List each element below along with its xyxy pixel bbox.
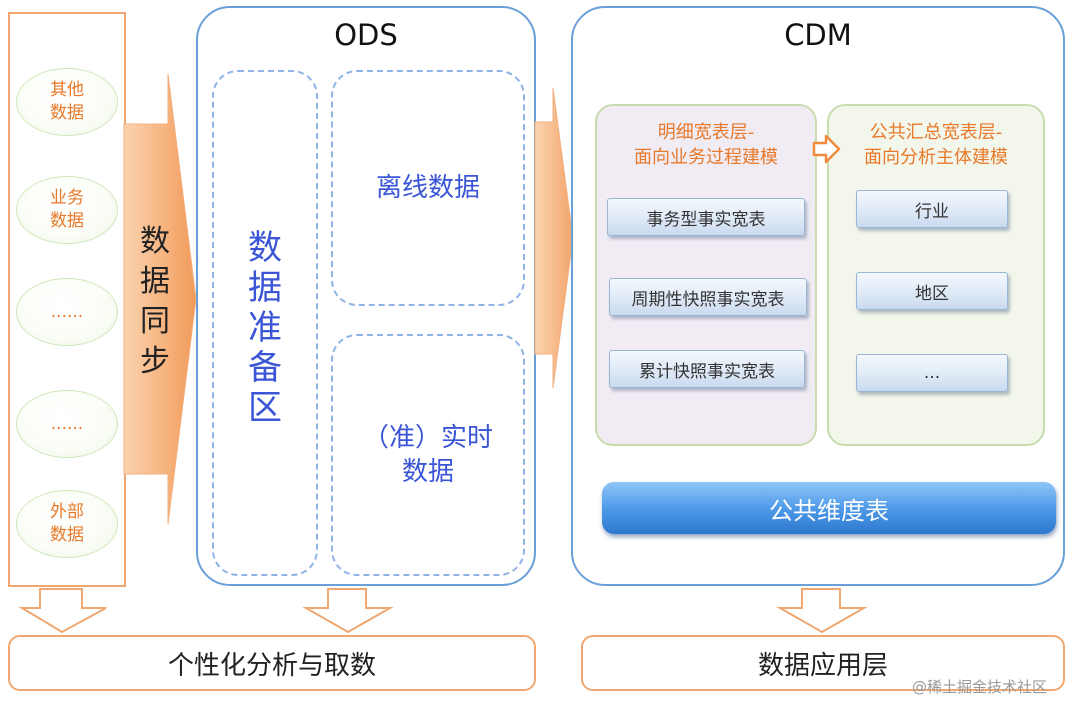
watermark: @稀土掘金技术社区 [912, 678, 1048, 696]
summary-layer-title: 公共汇总宽表层- 面向分析主体建模 [864, 122, 1008, 168]
layer-flow-arrow [812, 134, 841, 164]
ods-down-arrow [302, 588, 394, 634]
summary-item-more: ... [856, 354, 1008, 392]
summary-item-region: 地区 [856, 272, 1008, 310]
data-prep-area [212, 70, 318, 576]
source-other-data: 其他 数据 [16, 68, 118, 136]
data-sync-label: 数 据 同 步 [140, 224, 170, 379]
offline-data-label: 离线数据 [375, 173, 480, 203]
ods-title: ODS [334, 18, 398, 52]
data-prep-area-label: 数 据 准 备 区 [248, 228, 282, 428]
transaction-fact-table: 事务型事实宽表 [607, 198, 805, 236]
detail-wide-table-layer [595, 104, 817, 446]
detail-layer-title: 明细宽表层- 面向业务过程建模 [634, 122, 778, 168]
source-external-data: 外部 数据 [16, 490, 118, 558]
data-application-layer: 数据应用层 [581, 635, 1065, 691]
offline-data-box: 离线数据 [331, 70, 525, 306]
source-ellipsis-2: ...... [16, 390, 118, 458]
personalized-analysis-layer: 个性化分析与取数 [8, 635, 536, 691]
source-business-data: 业务 数据 [16, 176, 118, 244]
periodic-snapshot-fact-table: 周期性快照事实宽表 [609, 278, 807, 316]
source-ellipsis-1: ...... [16, 278, 118, 346]
accumulating-snapshot-fact-table: 累计快照事实宽表 [609, 350, 805, 388]
realtime-data-box: （准）实时 数据 [331, 334, 525, 576]
realtime-data-label: （准）实时 数据 [362, 423, 493, 487]
ods-to-cdm-arrow [534, 87, 574, 389]
cdm-title: CDM [784, 18, 852, 52]
cdm-down-arrow [776, 588, 868, 634]
sync-arrow [123, 73, 197, 525]
summary-item-industry: 行业 [856, 190, 1008, 228]
common-dimension-table: 公共维度表 [602, 482, 1056, 534]
sources-down-arrow [18, 588, 107, 634]
